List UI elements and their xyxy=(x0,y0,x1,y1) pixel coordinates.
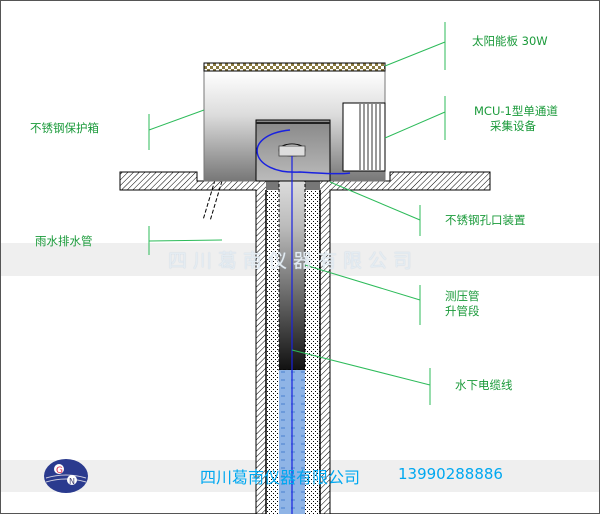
cable-loop xyxy=(256,129,351,175)
orifice-collar-right xyxy=(305,181,320,190)
label-solar-panel: 太阳能板 30W xyxy=(472,34,548,48)
label-drain-pipe: 雨水排水管 xyxy=(35,234,93,248)
footer-phone: 13990288886 xyxy=(398,465,503,483)
orifice-collar-left xyxy=(266,181,279,190)
label-mcu-line2: 采集设备 xyxy=(490,119,536,133)
label-piezometer-line1: 测压管 xyxy=(445,289,480,303)
company-logo: G N xyxy=(44,459,88,493)
label-mcu-line1: MCU-1型单通道 xyxy=(474,104,558,118)
leader-lines xyxy=(148,22,446,405)
svg-text:N: N xyxy=(69,477,75,486)
solar-panel xyxy=(203,62,386,72)
label-orifice: 不锈钢孔口装置 xyxy=(445,213,526,227)
label-piezometer-line2: 升管段 xyxy=(445,304,480,318)
backfill-left xyxy=(266,190,279,514)
label-cable: 水下电缆线 xyxy=(455,378,513,392)
watermark-text: 四川葛南仪器有限公司 xyxy=(168,250,419,272)
backfill-right xyxy=(305,190,320,514)
footer-company: 四川葛南仪器有限公司 xyxy=(200,468,361,487)
svg-text:G: G xyxy=(56,466,63,476)
drain-pipe xyxy=(202,179,223,222)
label-protect-box: 不锈钢保护箱 xyxy=(30,121,99,135)
